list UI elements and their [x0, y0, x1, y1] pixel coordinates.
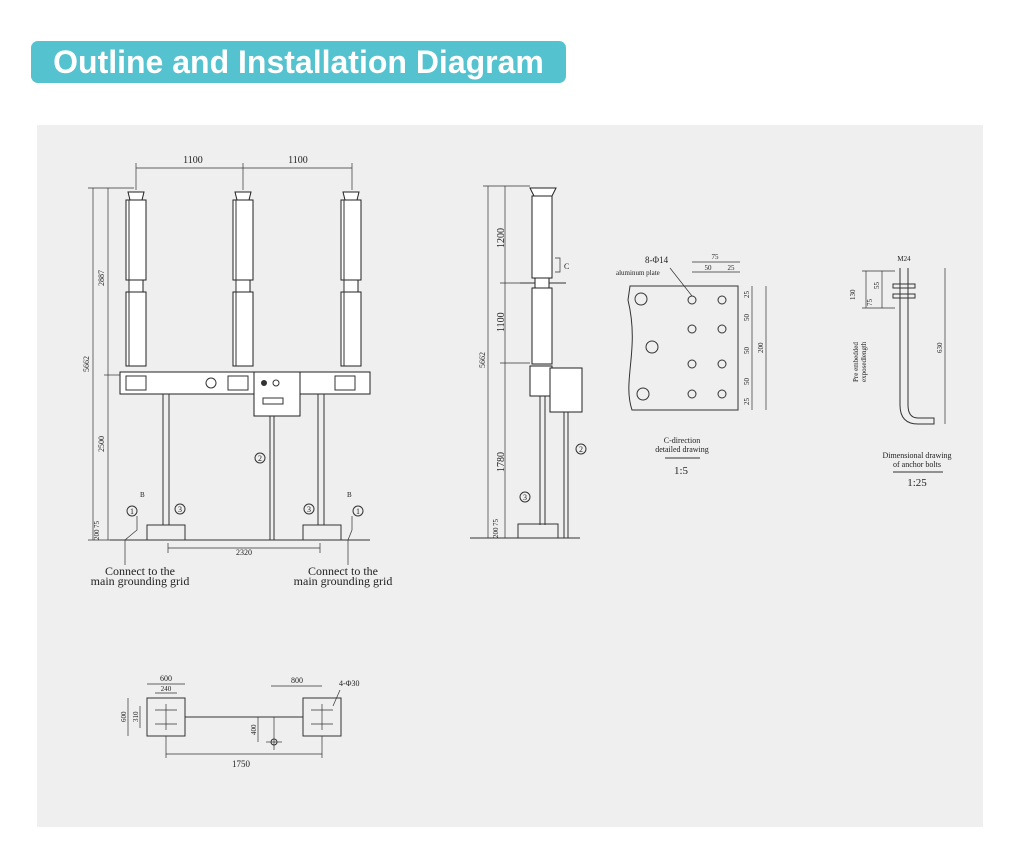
drawing-panel: 1100 1100 5662 2887 2500 75 200	[37, 125, 983, 827]
c-scale: 1:5	[674, 465, 689, 477]
bolt-caption-line1: Dimensional drawing	[882, 451, 951, 460]
plate-label: aluminum plate	[616, 269, 660, 277]
dim-v-25b: 25	[743, 398, 751, 406]
aluminum-plate	[627, 285, 739, 411]
dim-2887: 2887	[97, 270, 106, 286]
side-view: 5662 1200 1100 1780 75 200 C 2 3	[470, 185, 587, 539]
dim-1100-left: 1100	[183, 155, 203, 166]
dim-75: 75	[93, 521, 101, 529]
mark-b-left: B	[140, 491, 145, 499]
anchor-bolt-detail: M24 130 55 75 630 Pre embedded exposedle…	[849, 255, 952, 489]
dim-v-50b: 50	[743, 347, 751, 355]
c-direction-detail: 8-Φ14 aluminum plate 75 50 25 25 50 50 5…	[616, 253, 767, 477]
callout-2: 2	[258, 454, 262, 463]
callout-3-left: 3	[178, 505, 182, 514]
dim-130: 130	[849, 289, 857, 300]
insulator-column-3	[340, 191, 362, 367]
dim-400: 400	[250, 724, 258, 735]
dim-200-side: 200	[492, 527, 500, 538]
mark-c: C	[564, 262, 569, 271]
dim-600-top: 600	[160, 674, 172, 683]
dim-240: 240	[161, 685, 172, 693]
bolt-scale: 1:25	[907, 477, 927, 489]
dim-2500: 2500	[97, 436, 106, 452]
dim-75-bolt: 75	[866, 299, 874, 307]
dim-1750: 1750	[232, 759, 251, 769]
note-right-line1: Connect to the	[308, 564, 378, 578]
mechanism-box	[253, 371, 301, 417]
c-caption-line2: detailed drawing	[655, 445, 709, 454]
dim-2320: 2320	[236, 548, 252, 557]
mark-b-right: B	[347, 491, 352, 499]
dim-75-c: 75	[712, 253, 720, 261]
dim-1100: 1100	[496, 312, 507, 332]
note-right-line2: main grounding grid	[294, 574, 393, 588]
installation-diagram: 1100 1100 5662 2887 2500 75 200	[82, 155, 952, 769]
dim-200-c: 200	[757, 342, 765, 353]
bolt-caption-line2: of anchor bolts	[893, 460, 941, 469]
dim-25-c: 25	[728, 264, 736, 272]
dim-50-c: 50	[705, 264, 713, 272]
dim-75-side: 75	[492, 519, 500, 527]
side-callout-3: 3	[523, 493, 527, 502]
callout-1-left: 1	[130, 507, 134, 516]
holes-label: 8-Φ14	[645, 255, 669, 265]
page-title: Outline and Installation Diagram	[31, 41, 566, 83]
dim-1780: 1780	[496, 452, 507, 472]
dim-5662-side: 5662	[478, 352, 487, 368]
frame-beam	[119, 371, 371, 395]
thread-label: M24	[897, 255, 911, 263]
side-mechanism-box	[549, 367, 583, 413]
insulator-column-1	[125, 191, 147, 367]
hole-grid	[687, 295, 727, 399]
dim-v-50a: 50	[743, 314, 751, 322]
dim-600-side: 600	[120, 711, 128, 722]
dim-800: 800	[291, 676, 303, 685]
dim-310: 310	[132, 711, 140, 722]
dim-v-50c: 50	[743, 378, 751, 386]
holes-4-30: 4-Φ30	[339, 679, 360, 688]
plan-view: 600 240 600 310 800 4-Φ30 400 1750	[120, 674, 360, 769]
front-view: 1100 1100 5662 2887 2500 75 200	[82, 155, 392, 588]
side-callout-2: 2	[579, 445, 583, 454]
dim-5662: 5662	[82, 356, 91, 372]
callout-3-right: 3	[307, 505, 311, 514]
preembedded-line2: exposedlength	[860, 341, 868, 382]
dim-1200: 1200	[496, 228, 507, 248]
c-caption-line1: C-direction	[664, 436, 700, 445]
preembedded-line1: Pre embedded	[852, 342, 860, 382]
note-left-line1: Connect to the	[105, 564, 175, 578]
callout-1-right: 1	[356, 507, 360, 516]
insulator-column-2	[232, 191, 254, 367]
dim-200: 200	[93, 529, 101, 540]
dim-1100-right: 1100	[288, 155, 308, 166]
dim-55: 55	[873, 282, 881, 290]
dim-630: 630	[936, 342, 944, 353]
dim-v-25a: 25	[743, 291, 751, 299]
note-left-line2: main grounding grid	[91, 574, 190, 588]
